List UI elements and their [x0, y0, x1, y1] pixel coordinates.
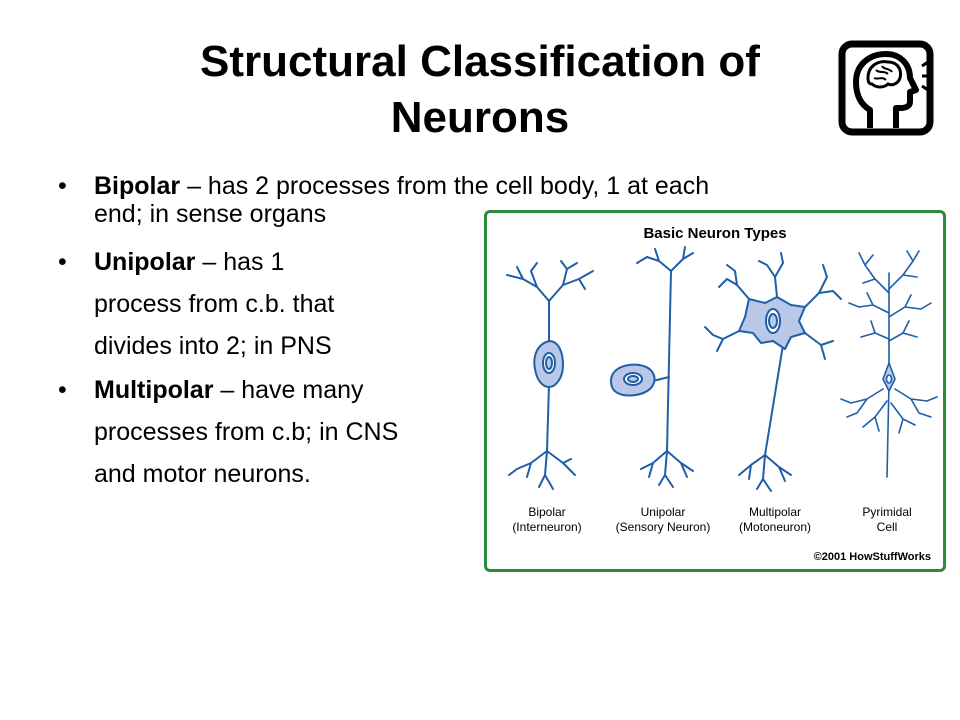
label-line: Multipolar — [748, 505, 802, 519]
title-line-2: Neurons — [390, 93, 570, 142]
bullet-line: processes from c.b; in CNS — [94, 418, 399, 446]
label-line: Bipolar — [528, 505, 566, 519]
bullet-line: divides into 2; in PNS — [94, 332, 332, 360]
bullet-marker: • — [58, 376, 67, 404]
pyramidal-cell-drawing — [840, 250, 938, 478]
figure-credit: ©2001 HowStuffWorks — [813, 551, 931, 563]
label-pyramidal: Pyrimidal Cell — [827, 505, 947, 535]
bullet-term: Bipolar — [94, 172, 181, 200]
bullet-line: Multipolar – have many — [94, 374, 364, 406]
bullet-line: end; in sense organs — [94, 200, 327, 228]
label-bipolar: Bipolar (Interneuron) — [487, 505, 607, 535]
bullet-term: Unipolar — [94, 248, 196, 276]
label-unipolar: Unipolar (Sensory Neuron) — [603, 505, 723, 535]
bullet-marker: • — [58, 172, 67, 200]
label-line: Pyrimidal — [862, 505, 912, 519]
bullet-line: Unipolar – has 1 — [94, 246, 284, 278]
bullet-line: process from c.b. that — [94, 290, 335, 318]
bullet-term: Multipolar — [94, 376, 214, 404]
bullet-text: – have many — [213, 376, 364, 404]
bullet-marker: • — [58, 248, 67, 276]
slide-title: Structural Classification of Neurons — [60, 34, 900, 146]
head-brain-icon — [838, 40, 934, 136]
neuron-illustration — [506, 246, 938, 492]
bullet-line: and motor neurons. — [94, 460, 311, 488]
title-line-1: Structural Classification of — [200, 37, 760, 86]
unipolar-neuron-drawing — [610, 246, 694, 488]
label-line: (Interneuron) — [512, 520, 582, 534]
label-line: (Motoneuron) — [738, 520, 812, 534]
label-line: (Sensory Neuron) — [615, 520, 711, 534]
label-line: Cell — [876, 520, 898, 534]
figure-title: Basic Neuron Types — [643, 225, 787, 242]
bullet-text: – has 2 processes from the cell body, 1 … — [180, 172, 710, 200]
bipolar-neuron-drawing — [506, 260, 594, 490]
multipolar-neuron-drawing — [704, 252, 842, 492]
label-line: Unipolar — [640, 505, 686, 519]
bullet-text: – has 1 — [195, 248, 285, 276]
neuron-types-figure: Basic Neuron Types — [484, 210, 946, 572]
bullet-line: Bipolar – has 2 processes from the cell … — [94, 170, 709, 202]
label-multipolar: Multipolar (Motoneuron) — [715, 505, 835, 535]
